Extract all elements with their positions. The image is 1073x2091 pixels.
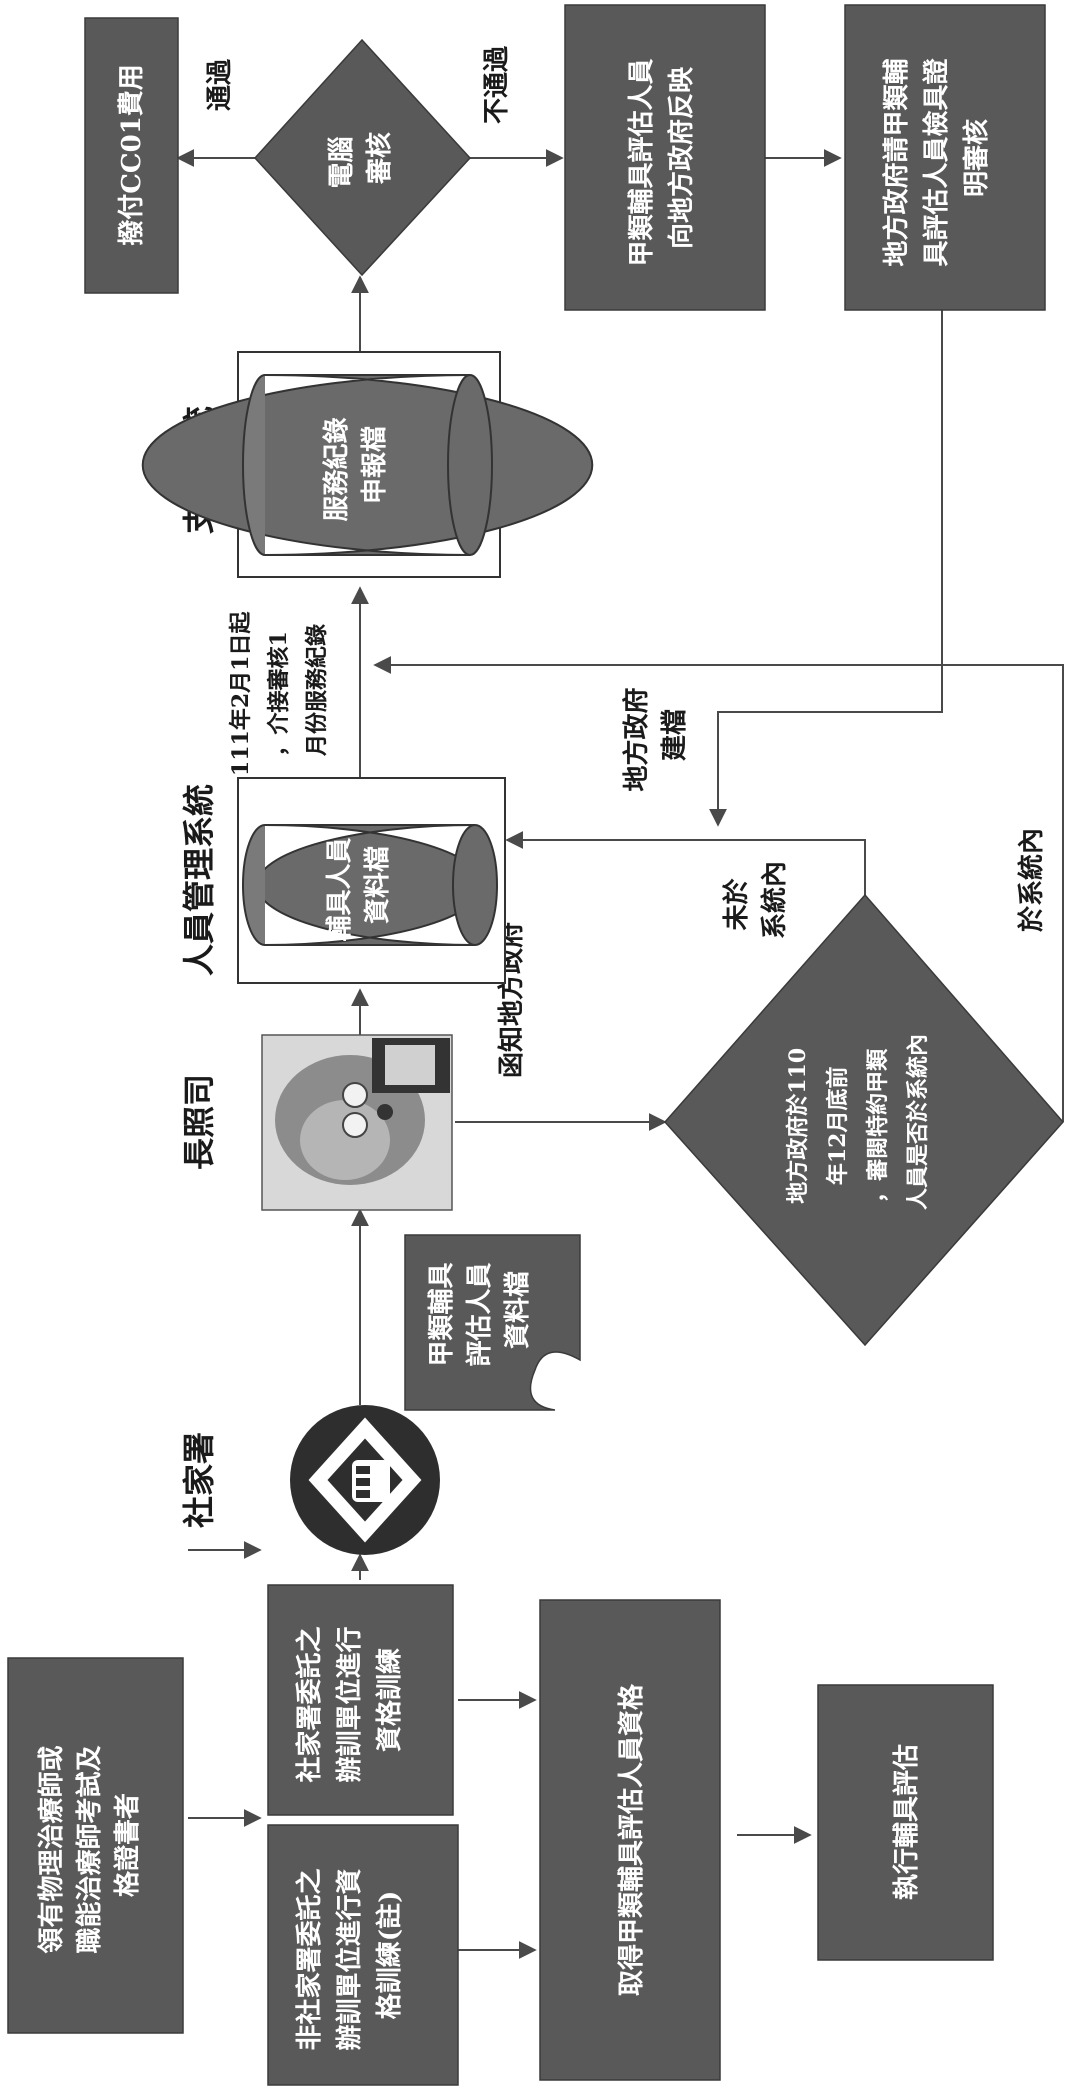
personnel-db-line1: 輔具人員 [324, 838, 355, 942]
local-gov-review-diamond: 地方政府於110 年12月底前 ，審閱特約甲類 人員是否於系統內 [663, 893, 1064, 1347]
review-line1: 地方政府於110 [785, 1048, 811, 1204]
computer-review-diamond: 電腦 審核 [253, 38, 472, 277]
obtain-qualification-text: 取得甲類輔具評估人員資格 [616, 1683, 647, 1996]
gov-review-line2: 具評估人員檢具證 [921, 58, 952, 267]
qualification-box: 領有物理治療師或 職能治療師考試及 格證書者 [7, 1657, 184, 2034]
perform-assessment-box: 執行輔具評估 [817, 1684, 994, 1961]
svg-text:甲類輔具 評估人員 資料檔: 甲類輔具 評估人員 資料檔 [426, 1253, 533, 1366]
audit-system-frame: 服務紀錄 申報檔 [141, 351, 594, 578]
sfaa-training-line1: 社家署委託之 [294, 1627, 325, 1783]
director-label: 長照司 [180, 1074, 218, 1170]
non-sfaa-line1: 非社家署委託之 [294, 1869, 325, 2051]
sfaa-label: 社家署 [180, 1432, 218, 1528]
pay-fee-box: 撥付CC01費用 [84, 17, 179, 294]
date-note-line3: 月份服務紀錄 [304, 624, 330, 757]
date-note-line2: ，介接審核1 [266, 631, 292, 756]
pass-label: 通過 [205, 58, 235, 111]
svg-text:非社家署委託之 辦訓單位進行資 格訓: 非社家署委託之 辦訓單位進行資 格訓練(註) [294, 1859, 405, 2050]
review-line4: 人員是否於系統內 [905, 1034, 931, 1210]
assessor-doc-line3: 資料檔 [503, 1271, 533, 1349]
report-line1: 甲類輔具評估人員 [626, 59, 657, 267]
svg-text:服務紀錄 申報檔: 服務紀錄 申報檔 [321, 408, 390, 521]
qualification-line3: 格證書者 [112, 1793, 143, 1897]
personnel-system-frame: 輔具人員 資料檔 [237, 777, 506, 984]
computer-review-line1: 電腦 [327, 137, 357, 189]
svg-text:地方政府於110 年12月底前 ，審: 地方政府於110 年12月底前 ，審閱特約甲類 人員是否於系統內 [785, 1034, 931, 1210]
review-line3: ，審閱特約甲類 [865, 1048, 891, 1203]
qualification-line1: 領有物理治療師或 [36, 1746, 67, 1954]
svg-text:領有物理治療師或 職能治療師考試及: 領有物理治療師或 職能治療師考試及 格證書者 [36, 1736, 143, 1953]
in-system-label: 於系統內 [1016, 828, 1047, 932]
not-in-system-line1: 未於 [721, 879, 752, 931]
local-gov-create-line2: 建檔 [660, 709, 690, 761]
personnel-system-label: 人員管理系統 [180, 784, 218, 976]
service-db-line1: 服務紀錄 [321, 418, 352, 522]
non-sfaa-line3: 格訓練(註) [374, 1891, 405, 2020]
non-sfaa-line2: 辦訓單位進行資 [334, 1869, 365, 2051]
svg-text:111年2月1日起 ，介接審核1 月份服務紀: 111年2月1日起 ，介接審核1 月份服務紀錄 [228, 604, 330, 776]
svg-text:地方政府 建檔: 地方政府 建檔 [621, 678, 690, 791]
pay-fee-text: 撥付CC01費用 [117, 64, 147, 246]
gov-review-line3: 明審核 [961, 119, 992, 197]
svg-text:電腦 審核: 電腦 審核 [327, 127, 395, 188]
obtain-qualification-box: 取得甲類輔具評估人員資格 [539, 1599, 721, 2081]
personnel-db-line2: 資料檔 [363, 846, 393, 924]
arrow-in-system [373, 656, 1064, 1122]
svg-text:地方政府請甲類輔 具評估人員檢具證: 地方政府請甲類輔 具評估人員檢具證 明審核 [881, 49, 992, 266]
assessor-doc-line1: 甲類輔具 [426, 1263, 457, 1367]
assessor-doc-line2: 評估人員 [464, 1263, 495, 1367]
gov-review-line1: 地方政府請甲類輔 [881, 59, 912, 267]
sfaa-logo-icon [290, 1405, 440, 1555]
service-db-line2: 申報檔 [360, 426, 390, 504]
not-in-system-line2: 系統內 [759, 861, 790, 939]
director-photo-icon [261, 1034, 453, 1211]
svg-text:未於 系統內: 未於 系統內 [721, 861, 790, 939]
connectors [176, 149, 1064, 1959]
review-line2: 年12月底前 [825, 1067, 851, 1186]
sfaa-training-line3: 資格訓練 [374, 1648, 405, 1752]
perform-assessment-text: 執行輔具評估 [891, 1744, 922, 1900]
sfaa-training-box: 社家署委託之 辦訓單位進行 資格訓練 [267, 1584, 454, 1816]
local-gov-create-line1: 地方政府 [621, 688, 652, 792]
sfaa-training-line2: 辦訓單位進行 [334, 1627, 365, 1783]
computer-review-line2: 審核 [364, 132, 395, 185]
arrow-not-in-system [505, 831, 866, 895]
date-note-line1: 111年2月1日起 [228, 611, 254, 777]
assessor-data-doc: 甲類輔具 評估人員 資料檔 [404, 1234, 581, 1411]
non-sfaa-training-box: 非社家署委託之 辦訓單位進行資 格訓練(註) [267, 1824, 459, 2086]
svg-text:輔具人員 資料檔: 輔具人員 資料檔 [324, 828, 393, 941]
arrow-gov-create [709, 310, 943, 827]
gov-review-cert-box: 地方政府請甲類輔 具評估人員檢具證 明審核 [844, 4, 1046, 311]
qualification-line2: 職能治療師考試及 [74, 1746, 105, 1954]
report-to-gov-box: 甲類輔具評估人員 向地方政府反映 [564, 4, 766, 311]
svg-text:社家署委託之 辦訓單位進行 資格訓練: 社家署委託之 辦訓單位進行 資格訓練 [294, 1617, 405, 1782]
report-line2: 向地方政府反映 [666, 67, 697, 249]
svg-text:甲類輔具評估人員 向地方政府反映: 甲類輔具評估人員 向地方政府反映 [626, 49, 697, 266]
fail-label: 不通過 [482, 45, 512, 124]
